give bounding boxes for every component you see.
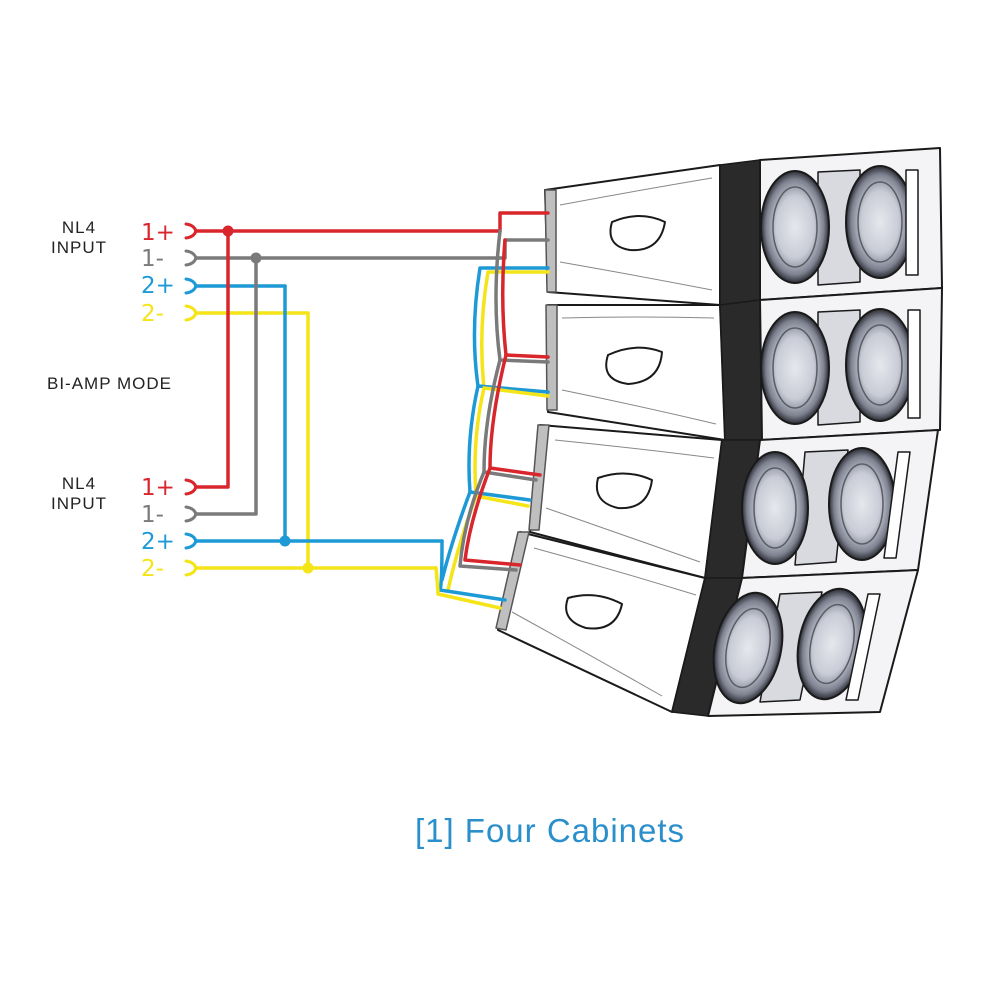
- link-1-minus-3: [458, 470, 518, 572]
- input-2-jack-2-minus-icon: [184, 559, 198, 577]
- input-2-label-line1: NL4: [61, 474, 97, 493]
- link-1-plus-3: [463, 466, 522, 567]
- input-1-jack-2-plus-icon: [184, 277, 198, 295]
- cabinet-4: [497, 531, 919, 717]
- input-1-pin-1-plus: 1+: [141, 220, 175, 246]
- wiring: [194, 211, 550, 610]
- link-2-minus-4: [434, 566, 502, 610]
- input-2-label: NL4 INPUT: [34, 474, 124, 514]
- input-2-pin-1-minus: 1-: [141, 502, 164, 528]
- input-2-jack-2-plus-icon: [184, 532, 198, 550]
- handle-icon: [565, 594, 623, 630]
- junction-1-minus: [250, 252, 262, 264]
- link-2-minus-1: [480, 270, 550, 390]
- rigging-plates: [495, 189, 558, 631]
- input-2-pin-1-plus: 1+: [141, 475, 175, 501]
- input-2-label-line2: INPUT: [51, 494, 107, 513]
- mode-label: BI-AMP MODE: [47, 374, 172, 393]
- wire-1-minus-top: [194, 238, 550, 260]
- input-2-pin-2-minus: 2-: [141, 556, 164, 582]
- input-1-jack-2-minus-icon: [184, 304, 198, 322]
- link-1-plus-2: [488, 353, 542, 477]
- input-2-jack-1-plus-icon: [184, 478, 198, 496]
- input-2-jack-1-minus-icon: [184, 505, 198, 523]
- handle-icon: [609, 215, 666, 252]
- input-1-label: NL4 INPUT: [34, 218, 124, 258]
- cabinet-3: [529, 424, 939, 579]
- junction-2-minus: [302, 562, 314, 574]
- handle-icon: [596, 472, 653, 510]
- nl4-jacks: [184, 222, 198, 577]
- line-array-cabinets: [495, 147, 943, 717]
- input-1-jack-1-minus-icon: [184, 249, 198, 267]
- link-2-plus-4: [438, 539, 507, 602]
- wire-1-minus-bridge: [194, 256, 258, 516]
- cabinet-1: [544, 147, 943, 306]
- junction-2-plus: [279, 535, 291, 547]
- input-1-pin-2-minus: 2-: [141, 301, 164, 327]
- junction-1-plus: [222, 225, 234, 237]
- input-1-pin-2-plus: 2+: [141, 273, 175, 299]
- input-1-pin-1-minus: 1-: [141, 246, 164, 272]
- input-1-label-line1: NL4: [61, 218, 97, 237]
- link-1-minus-2: [482, 358, 538, 482]
- handle-icon: [605, 346, 663, 385]
- caption: [1] Four Cabinets: [414, 812, 686, 849]
- link-1-plus-1: [500, 238, 550, 359]
- link-2-plus-1: [472, 266, 550, 388]
- input-1-label-line2: INPUT: [51, 238, 107, 257]
- wire-1-plus-top: [194, 211, 550, 233]
- input-2-pin-2-plus: 2+: [141, 529, 175, 555]
- link-1-minus-1: [494, 229, 550, 364]
- wire-1-plus-bridge: [194, 229, 230, 489]
- cabinet-2: [547, 287, 943, 441]
- input-1-jack-1-plus-icon: [184, 222, 198, 240]
